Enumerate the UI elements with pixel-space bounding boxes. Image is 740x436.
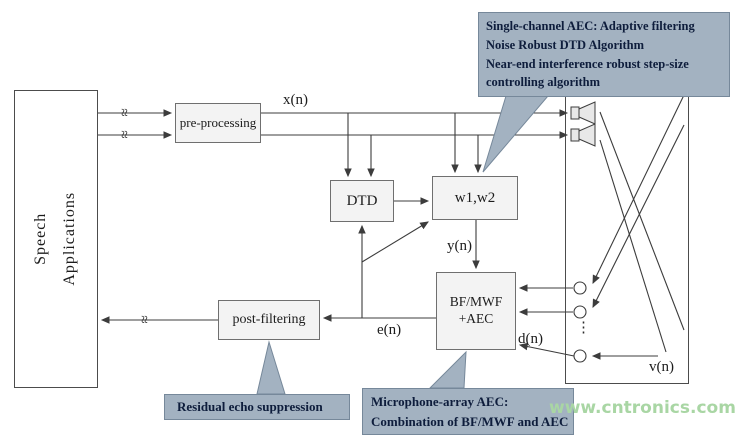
speech-applications-label: Speech Applications	[32, 192, 79, 286]
acoustic-room-box	[565, 88, 689, 384]
wire-break-icon: ≈	[115, 130, 132, 139]
signal-label-yn: y(n)	[447, 238, 472, 254]
post-filtering-box: post-filtering	[218, 300, 320, 340]
residual-echo-callout: Residual echo suppression	[164, 394, 350, 420]
post-filtering-label: post-filtering	[232, 312, 306, 328]
adaptive-filter-box: w1,w2	[432, 176, 518, 220]
signal-label-xn: x(n)	[283, 92, 308, 108]
mic-ellipsis: ⋮	[576, 320, 591, 336]
dtd-box: DTD	[330, 180, 394, 222]
signal-label-vn: v(n)	[649, 359, 674, 375]
speech-applications-box: Speech Applications	[14, 90, 98, 388]
residual-echo-callout-pointer	[256, 340, 286, 395]
bf-mwf-aec-box: BF/MWF +AEC	[436, 272, 516, 350]
signal-label-en: e(n)	[377, 322, 402, 338]
single-channel-aec-callout: Single-channel AEC: Adaptive filtering N…	[478, 12, 730, 97]
site-watermark: www.cntronics.com	[549, 398, 736, 418]
mic-array-aec-callout: Microphone-array AEC: Combination of BF/…	[362, 388, 574, 435]
pre-processing-label: pre-processing	[179, 114, 257, 130]
adaptive-filter-label: w1,w2	[454, 189, 496, 206]
single-channel-callout-pointer	[482, 95, 550, 173]
pre-processing-box: pre-processing	[175, 103, 261, 143]
mic-array-callout-pointer	[428, 350, 467, 389]
dtd-label: DTD	[346, 192, 378, 209]
signal-label-dn: d(n)	[518, 331, 543, 347]
wire-break-icon: ≈	[115, 108, 132, 117]
wire-break-icon: ≈	[135, 315, 152, 324]
